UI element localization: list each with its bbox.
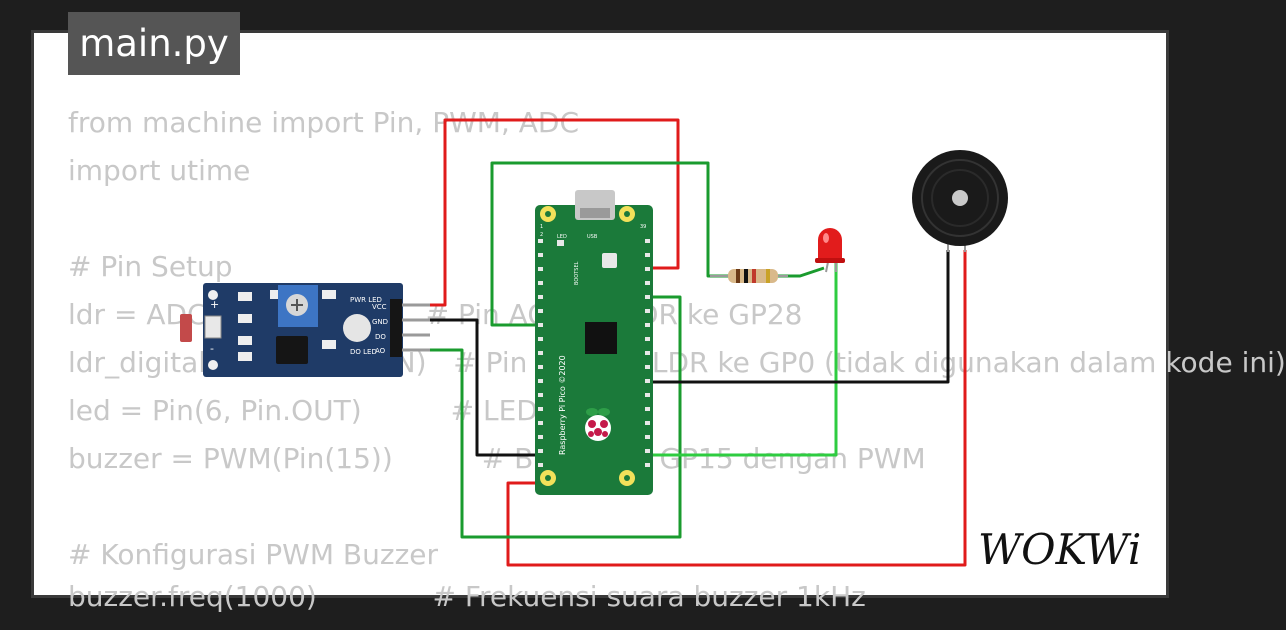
- pico-name-label: Raspberry Pi Pico ©2020: [558, 355, 567, 455]
- raspberry-logo-icon: [585, 408, 611, 441]
- file-tab[interactable]: main.py: [68, 12, 240, 75]
- bootsel-button: [602, 253, 617, 268]
- circuit-diagram: + - PWR LED DO LED VCC GND DO AO: [180, 118, 1008, 567]
- logo-text: WOKWi: [978, 525, 1141, 574]
- code-line: import utime: [68, 154, 251, 187]
- svg-text:+: +: [210, 298, 219, 311]
- buzzer: [912, 150, 1008, 252]
- usb-label: USB: [587, 234, 598, 240]
- code-line: # Konfigurasi PWM Buzzer: [68, 538, 439, 571]
- wire-green-resistor: [776, 266, 825, 278]
- pin-number: 1: [540, 224, 543, 230]
- ldr-module: + - PWR LED DO LED VCC GND DO AO: [180, 283, 430, 377]
- wire-black-buzzer: [648, 250, 950, 384]
- pin-label-vcc: VCC: [372, 303, 387, 311]
- wokwi-logo: WOKWi: [978, 525, 1141, 574]
- wire-lightgreen-led: [648, 262, 838, 457]
- bootsel-label: BOOTSEL: [574, 261, 580, 285]
- wire-green-ao: [400, 295, 682, 539]
- raspberry-pi-pico: 1 2 39 LED USB BOOTSEL Raspberry Pi Pico…: [535, 190, 653, 495]
- pico-right-pins: [645, 239, 650, 467]
- wire-black-gnd: [400, 318, 540, 457]
- pwr-led-label: PWR LED: [350, 296, 382, 304]
- resistor: [710, 269, 788, 283]
- pwr-led-icon: [343, 314, 371, 342]
- red-led: [815, 228, 845, 273]
- code-line: buzzer.freq(1000) # Frekuensi suara buzz…: [68, 580, 866, 613]
- pin-label-gnd: GND: [372, 318, 388, 326]
- do-led-label: DO LED: [350, 348, 377, 356]
- pin-label-ao: AO: [375, 347, 386, 355]
- ldr-sensor-icon: [180, 314, 192, 342]
- led-label: LED: [557, 234, 567, 240]
- pico-left-pins: [538, 239, 543, 467]
- pin-number: 2: [540, 232, 543, 238]
- code-line: # Pin Setup: [68, 250, 233, 283]
- wire-red-buzzer: [506, 250, 967, 567]
- wire-red-vcc: [400, 118, 680, 307]
- svg-text:-: -: [210, 342, 214, 355]
- rp2040-chip: [585, 322, 617, 354]
- pin-label-do: DO: [375, 333, 386, 341]
- project-preview-card: from machine import Pin, PWM, ADC import…: [34, 33, 1286, 612]
- pin-number: 39: [640, 224, 646, 230]
- code-line: from machine import Pin, PWM, ADC: [68, 106, 580, 139]
